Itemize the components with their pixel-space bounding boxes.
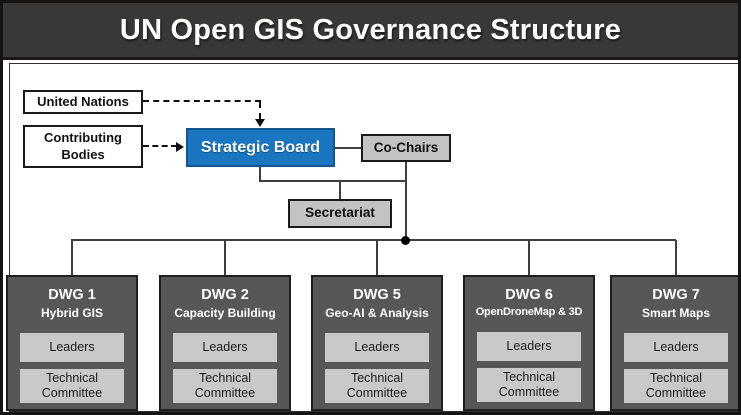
connector-board-down xyxy=(259,165,261,181)
dwg2-id: DWG 2 xyxy=(201,287,249,303)
co-chairs-label: Co-Chairs xyxy=(373,139,439,155)
secretariat-label: Secretariat xyxy=(305,205,375,221)
connector-un-vertical xyxy=(259,102,261,119)
dwg5-committee-box: Technical Committee xyxy=(325,369,429,404)
dwg5-id: DWG 5 xyxy=(353,287,401,303)
dwg6-leaders-label: Leaders xyxy=(506,338,552,353)
dwg7-card: DWG 7 Smart Maps Leaders Technical Commi… xyxy=(610,275,738,411)
connector-board-cochairs xyxy=(334,147,361,149)
dwg1-committee-label: Technical Committee xyxy=(41,371,103,401)
dwg1-leaders-box: Leaders xyxy=(20,333,124,363)
united-nations-box: United Nations xyxy=(23,90,143,114)
dwg1-committee-box: Technical Committee xyxy=(20,369,124,404)
connector-bus xyxy=(71,239,676,241)
dwg5-leaders-label: Leaders xyxy=(354,340,400,355)
connector-drop-dwg7 xyxy=(675,240,677,275)
connector-drop-dwg6 xyxy=(528,240,530,275)
strategic-board-label: Strategic Board xyxy=(200,138,321,156)
dwg2-committee-label: Technical Committee xyxy=(194,371,256,401)
dwg7-id: DWG 7 xyxy=(652,287,700,303)
connector-drop-dwg2 xyxy=(224,240,226,275)
dwg1-card: DWG 1 Hybrid GIS Leaders Technical Commi… xyxy=(6,275,138,411)
contributing-bodies-box: Contributing Bodies xyxy=(23,125,143,168)
dwg6-committee-label: Technical Committee xyxy=(498,370,560,399)
dwg1-id: DWG 1 xyxy=(48,287,96,303)
connector-secretariat-drop xyxy=(339,180,341,200)
dwg5-name: Geo-AI & Analysis xyxy=(325,305,429,320)
dwg2-leaders-label: Leaders xyxy=(202,340,248,355)
secretariat-box: Secretariat xyxy=(288,199,392,228)
connector-drop-dwg1 xyxy=(71,240,73,275)
arrowhead-down-icon xyxy=(255,119,265,127)
arrowhead-right-icon xyxy=(176,142,184,152)
title-bar: UN Open GIS Governance Structure xyxy=(3,3,738,60)
dwg5-leaders-box: Leaders xyxy=(325,333,429,363)
connector-cb-horizontal xyxy=(143,145,177,147)
dwg7-leaders-label: Leaders xyxy=(653,340,699,355)
dwg2-name: Capacity Building xyxy=(174,305,276,320)
dwg6-leaders-box: Leaders xyxy=(477,331,581,361)
co-chairs-box: Co-Chairs xyxy=(361,134,451,162)
dwg1-name: Hybrid GIS xyxy=(40,305,103,320)
united-nations-label: United Nations xyxy=(37,93,129,109)
dwg2-leaders-box: Leaders xyxy=(173,333,277,363)
dwg7-leaders-box: Leaders xyxy=(624,333,728,363)
dwg7-committee-label: Technical Committee xyxy=(645,371,707,401)
dwg5-card: DWG 5 Geo-AI & Analysis Leaders Technica… xyxy=(311,275,443,411)
page-title: UN Open GIS Governance Structure xyxy=(119,13,622,46)
dwg2-committee-box: Technical Committee xyxy=(173,369,277,404)
dwg6-name: OpenDroneMap & 3D xyxy=(475,305,583,318)
dwg1-leaders-label: Leaders xyxy=(49,340,95,355)
connector-cochairs-down xyxy=(405,161,407,241)
dwg6-card: DWG 6 OpenDroneMap & 3D Leaders Technica… xyxy=(463,275,595,411)
connector-board-horizontal xyxy=(259,180,407,182)
dwg7-name: Smart Maps xyxy=(641,305,711,320)
dwg2-card: DWG 2 Capacity Building Leaders Technica… xyxy=(159,275,291,411)
dwg7-committee-box: Technical Committee xyxy=(624,369,728,404)
contributing-bodies-label: Contributing Bodies xyxy=(44,130,122,162)
connector-drop-dwg5 xyxy=(376,240,378,275)
connector-un-horizontal xyxy=(143,100,261,102)
strategic-board-box: Strategic Board xyxy=(186,128,335,167)
dwg6-committee-box: Technical Committee xyxy=(477,367,581,402)
dwg5-committee-label: Technical Committee xyxy=(346,371,408,401)
junction-dot xyxy=(401,236,410,245)
dwg6-id: DWG 6 xyxy=(505,287,553,303)
